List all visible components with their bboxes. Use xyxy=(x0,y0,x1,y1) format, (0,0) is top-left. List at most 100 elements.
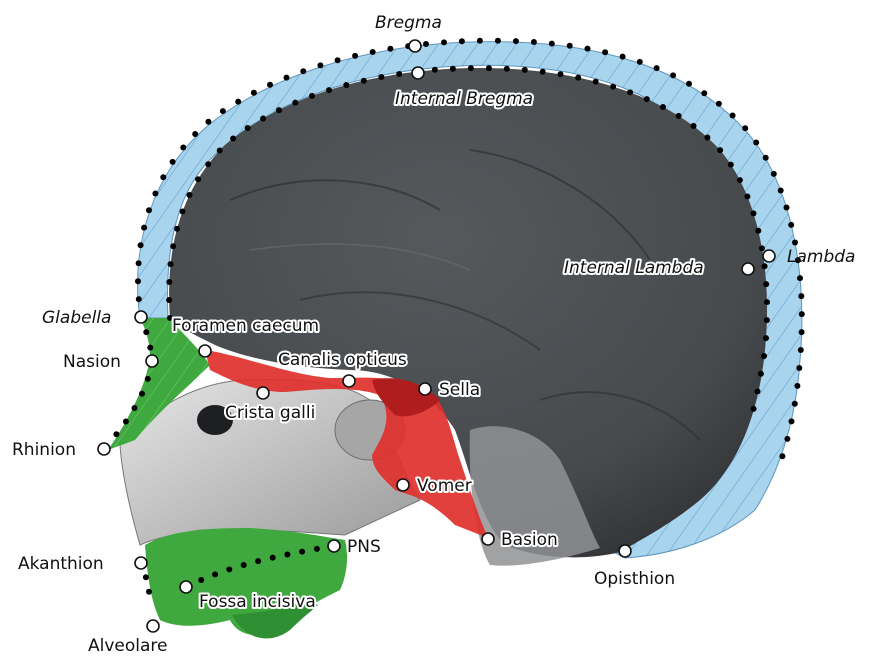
contour-dot xyxy=(136,296,142,302)
basion-marker xyxy=(482,533,494,545)
contour-dot xyxy=(761,353,767,359)
vomer-marker xyxy=(397,479,409,491)
contour-dot xyxy=(299,549,305,555)
contour-dot xyxy=(495,38,501,44)
contour-dot xyxy=(226,566,232,572)
akanthion-label: Akanthion xyxy=(18,554,104,574)
contour-dot xyxy=(792,401,798,407)
fossa-incisiva-marker xyxy=(180,581,192,593)
contour-dot xyxy=(317,62,323,68)
contour-dot xyxy=(784,205,790,211)
contour-dot xyxy=(255,558,261,564)
contour-dot xyxy=(637,59,643,65)
contour-dot xyxy=(549,41,555,47)
canalis-opticus-marker xyxy=(343,375,355,387)
contour-dot xyxy=(113,431,119,437)
contour-dot xyxy=(513,38,519,44)
contour-dot xyxy=(152,191,158,197)
contour-dot xyxy=(784,436,790,442)
contour-dot xyxy=(441,39,447,45)
contour-dot xyxy=(300,68,306,74)
vomer-label: Vomer xyxy=(417,476,472,496)
contour-dot xyxy=(370,49,376,55)
contour-dot xyxy=(146,207,152,213)
contour-dot xyxy=(396,71,402,77)
pns-marker xyxy=(328,540,340,552)
contour-dot xyxy=(486,65,492,71)
contour-dot xyxy=(123,419,129,425)
contour-dot xyxy=(276,107,282,113)
basion-label: Basion xyxy=(501,530,558,550)
contour-dot xyxy=(387,46,393,52)
contour-dot xyxy=(558,71,564,77)
contour-dot xyxy=(230,136,236,142)
contour-dot xyxy=(771,171,777,177)
contour-dot xyxy=(540,69,546,75)
contour-dot xyxy=(797,275,803,281)
foramen-caecum-marker xyxy=(199,345,211,357)
contour-dot xyxy=(764,299,770,305)
contour-dot xyxy=(314,546,320,552)
contour-dot xyxy=(198,577,204,583)
contour-dot xyxy=(251,90,257,96)
contour-dot xyxy=(241,562,247,568)
contour-dot xyxy=(716,101,722,107)
contour-dot xyxy=(602,49,608,55)
contour-dot xyxy=(799,311,805,317)
contour-dot xyxy=(220,108,226,114)
contour-dot xyxy=(459,38,465,44)
contour-dot xyxy=(763,281,769,287)
contour-dot xyxy=(728,162,734,168)
contour-dot xyxy=(585,46,591,52)
contour-dot xyxy=(522,67,528,73)
lambda-marker xyxy=(763,250,775,262)
sella-marker xyxy=(419,383,431,395)
rhinion-marker xyxy=(98,443,110,455)
contour-dot xyxy=(717,147,723,153)
contour-dot xyxy=(166,297,172,303)
contour-dot xyxy=(270,555,276,561)
glabella-marker xyxy=(135,311,147,323)
alveolare-marker xyxy=(147,620,159,632)
contour-dot xyxy=(205,161,211,167)
contour-dot xyxy=(450,66,456,72)
crista-galli-label: Crista galli xyxy=(225,403,315,423)
contour-dot xyxy=(132,405,138,411)
contour-dot xyxy=(174,226,180,232)
contour-dot xyxy=(135,278,141,284)
contour-dot xyxy=(309,93,315,99)
contour-dot xyxy=(620,54,626,60)
contour-dot xyxy=(160,174,166,180)
contour-dot xyxy=(575,75,581,81)
contour-dot xyxy=(284,552,290,558)
contour-dot xyxy=(147,345,153,351)
contour-dot xyxy=(138,242,144,248)
contour-dot xyxy=(141,225,147,231)
contour-dot xyxy=(798,293,804,299)
contour-dot xyxy=(136,260,142,266)
contour-dot xyxy=(145,376,151,382)
contour-dot xyxy=(730,113,736,119)
contour-dot xyxy=(180,209,186,215)
contour-dot xyxy=(504,66,510,72)
contour-dot xyxy=(378,74,384,80)
contour-dot xyxy=(779,453,785,459)
contour-dot xyxy=(432,67,438,73)
contour-dot xyxy=(267,82,273,88)
contour-dot xyxy=(143,574,149,580)
contour-dot xyxy=(778,188,784,194)
contour-dot xyxy=(794,383,800,389)
rhinion-label: Rhinion xyxy=(12,440,76,460)
contour-dot xyxy=(139,391,145,397)
contour-dot xyxy=(361,78,367,84)
contour-dot xyxy=(798,347,804,353)
contour-dot xyxy=(762,263,768,269)
pns-label: PNS xyxy=(347,537,381,557)
opisthion-marker xyxy=(619,545,631,557)
contour-dot xyxy=(755,388,761,394)
contour-dot xyxy=(477,38,483,44)
contour-dot xyxy=(352,53,358,59)
contour-dot xyxy=(195,176,201,182)
